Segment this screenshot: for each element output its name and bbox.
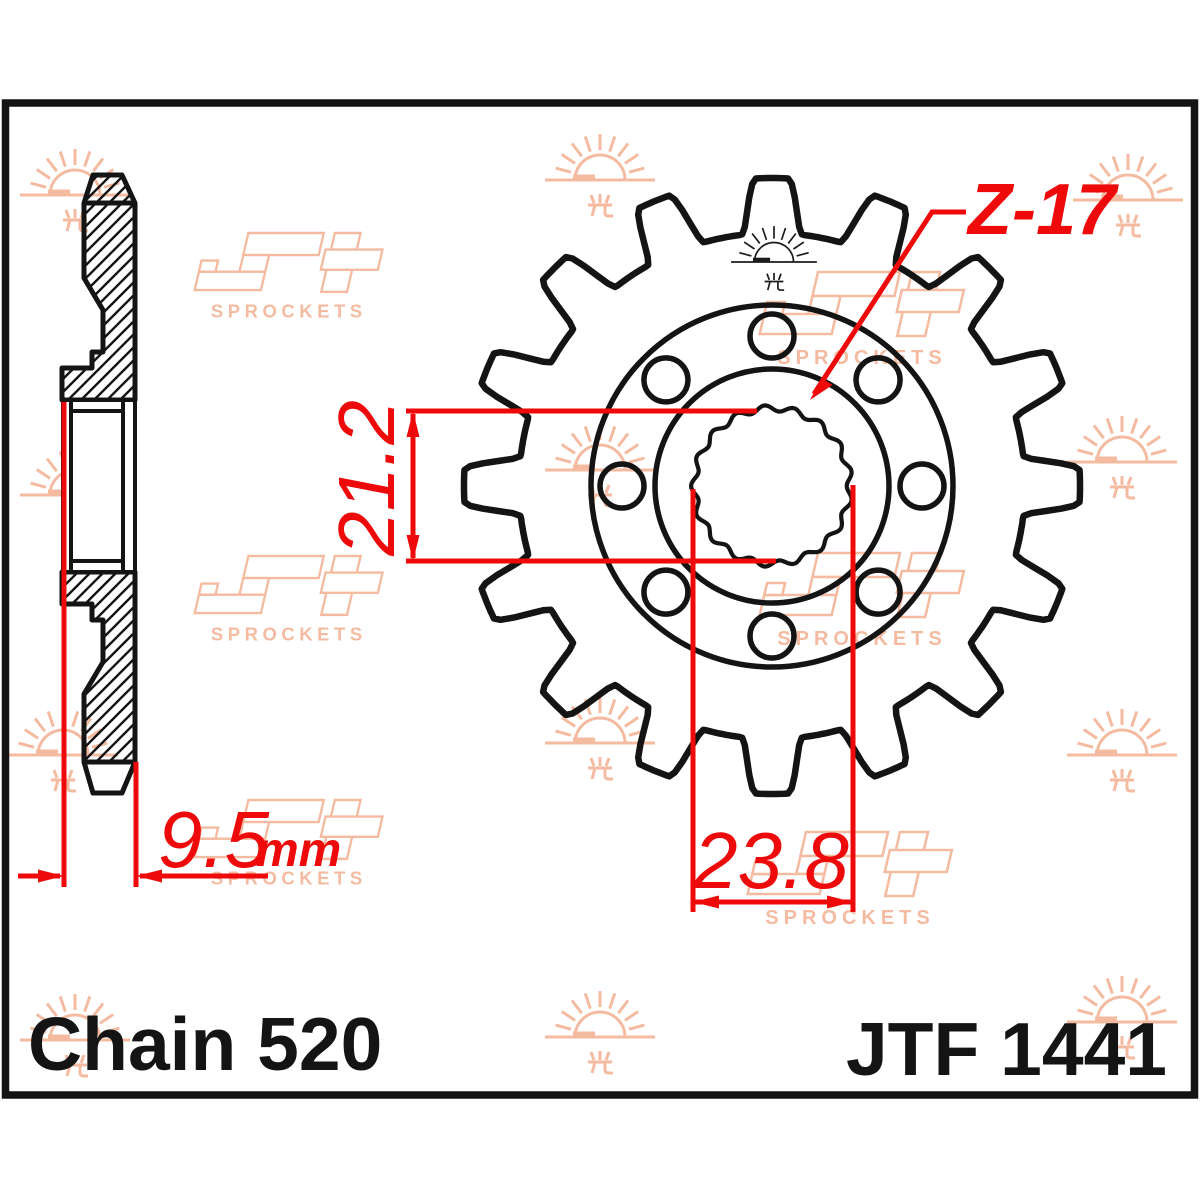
diagram-frame: [1, 99, 1199, 1099]
bolt-hole: [897, 461, 947, 511]
sprocket-hub-circle: [652, 366, 892, 606]
jt-sprockets-logo-watermark: SPROCKETS: [758, 551, 966, 650]
jt-sprockets-word-watermark: SPROCKETS: [777, 347, 946, 369]
sun-logo-watermark: [545, 134, 655, 218]
dim-9-5: [18, 402, 268, 887]
jt-sprockets-word-watermark: SPROCKETS: [765, 907, 934, 929]
dim-23-8: [690, 485, 856, 912]
sun-logo-watermark: [545, 697, 655, 781]
dim-label-9-5-unit: mm: [256, 824, 341, 877]
dim-label-21-2: 21.2: [322, 400, 411, 557]
bolt-hole: [747, 611, 797, 661]
jt-sprockets-word-watermark: SPROCKETS: [211, 301, 367, 322]
section-lower-body: [59, 569, 138, 765]
model-number-label: JTF 1441: [846, 1007, 1167, 1091]
bolt-hole: [641, 355, 691, 405]
sun-logo-watermark: [1073, 154, 1183, 238]
jt-sprockets-logo-watermark: SPROCKETS: [193, 231, 385, 322]
section-bore: [61, 398, 137, 574]
sun-logo-watermark: [731, 226, 817, 291]
sprocket-body-circle: [588, 302, 956, 670]
sun-logo-watermark: [20, 994, 130, 1078]
watermark-layer: SPROCKETS SPROCKETS SPROCKETS SPROCKETS SPRO…: [8, 134, 1183, 1078]
sun-logo-watermark: [1067, 709, 1177, 793]
splined-bore: [689, 403, 854, 569]
dimension-annotations: [18, 209, 966, 912]
bolt-hole: [597, 461, 647, 511]
tooth-count-label: Z-17: [966, 170, 1119, 250]
jt-sprockets-logo-watermark: SPROCKETS: [746, 830, 954, 929]
dim-21-2: [406, 408, 776, 564]
jt-sprockets-word-watermark: SPROCKETS: [211, 624, 367, 645]
sun-logo-watermark: [1067, 416, 1177, 500]
jt-sprockets-logo-watermark: SPROCKETS: [193, 554, 385, 645]
bolt-hole: [853, 567, 903, 617]
sun-logo-watermark: [1067, 976, 1177, 1060]
section-bottom-tooth: [81, 761, 138, 796]
jt-sprockets-word-watermark: SPROCKETS: [211, 868, 367, 889]
jt-sprockets-logo-watermark: SPROCKETS: [193, 798, 385, 889]
sun-logo-watermark: [545, 991, 655, 1075]
sprocket-side-section: [59, 172, 138, 796]
dim-teeth-leader: [810, 209, 966, 400]
bolt-hole: [853, 355, 903, 405]
bolt-hole: [641, 567, 691, 617]
jt-sprockets-word-watermark: SPROCKETS: [777, 628, 946, 650]
sprocket-teeth-outline: [460, 174, 1084, 798]
dim-label-9-5: 9.5: [158, 795, 270, 884]
chain-size-label: Chain 520: [28, 1002, 382, 1086]
dim-label-23-8: 23.8: [692, 816, 849, 905]
bolt-hole: [747, 311, 797, 361]
section-upper-body: [59, 172, 138, 403]
sprocket-front-view: [460, 174, 1084, 798]
